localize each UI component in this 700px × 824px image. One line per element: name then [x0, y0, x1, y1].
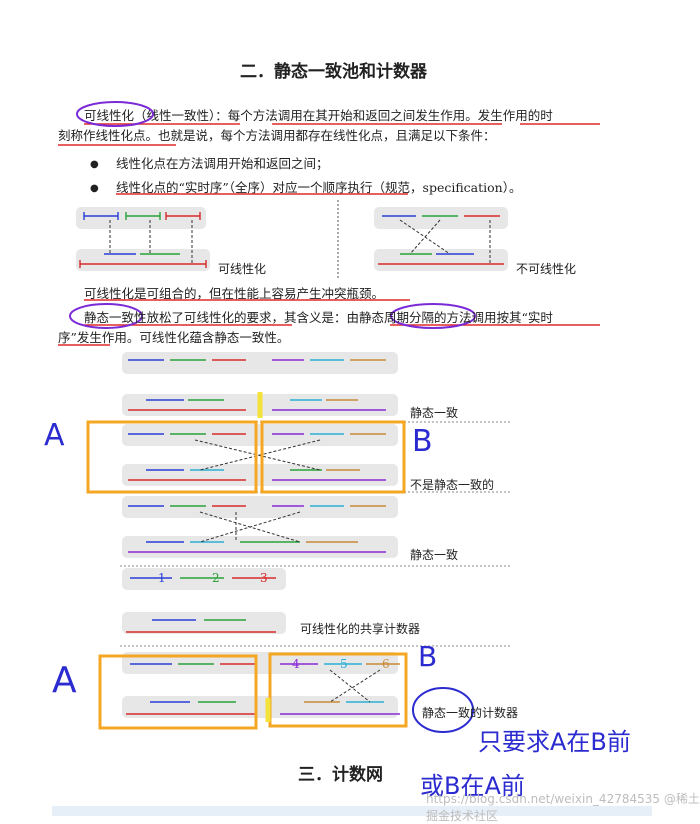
lane-bar — [76, 207, 206, 229]
counter-number: 5 — [340, 657, 348, 671]
label-not-quiescent: 不是静态一致的 — [410, 478, 495, 492]
quiescent-line-2: 序”发生作用。可线性化蕴含静态一致性。 — [58, 330, 290, 345]
lane-bar — [122, 496, 398, 518]
lane-bar — [122, 352, 398, 374]
composability-paragraph: 可线性化是可组合的，但在性能上容易产生冲突瓶颈。 — [84, 286, 385, 301]
lane-bar — [122, 612, 286, 634]
annotation-note: 只要求A在B前 — [478, 728, 631, 756]
counter-number: 2 — [212, 571, 220, 585]
section-title: 二．静态一致池和计数器 — [240, 62, 427, 82]
label-quiescent: 静态一致 — [410, 548, 459, 562]
lane-bar — [374, 207, 508, 229]
annotation-b: B — [418, 640, 438, 673]
section-title: 三．计数网 — [298, 765, 383, 785]
annotation-note: 或B在A前 — [420, 772, 525, 800]
annotation-a: A — [44, 418, 65, 453]
bullet-item: 线性化点在方法调用开始和返回之间； — [90, 154, 328, 175]
lane-bar — [122, 568, 286, 590]
annotation-b: B — [412, 424, 433, 459]
label-quiescent: 静态一致 — [410, 406, 459, 420]
definition-paragraph: 可线性化（线性一致性）：每个方法调用在其开始和返回之间发生作用。发生作用的时 刻… — [58, 106, 614, 146]
watermark: https://blog.csdn.net/weixin_42784535 @稀… — [426, 792, 700, 823]
quiescent-paragraph: 静态一致性放松了可线性化的要求，其含义是：由静态周期分隔的方法调用按其“实时 序… — [58, 308, 624, 348]
quiescent-line-1: 静态一致性放松了可线性化的要求，其含义是：由静态周期分隔的方法调用按其“实时 — [84, 310, 553, 325]
counter-number: 6 — [382, 657, 390, 671]
annotation-a: A — [52, 660, 77, 701]
definition-line-2: 刻称作线性化点。也就是说，每个方法调用都存在线性化点，且满足以下条件： — [58, 128, 496, 143]
bottom-band — [52, 806, 652, 816]
definition-line-1: 可线性化（线性一致性）：每个方法调用在其开始和返回之间发生作用。发生作用的时 — [84, 108, 553, 123]
label-shared-counter: 可线性化的共享计数器 — [300, 622, 421, 636]
counter-number: 1 — [158, 571, 166, 585]
label-not-linearizable: 不可线性化 — [516, 262, 577, 276]
counter-number: 3 — [260, 571, 268, 585]
label-quiescent-counter: 静态一致的计数器 — [422, 706, 519, 720]
label-linearizable: 可线性化 — [218, 262, 267, 276]
lane-bar — [122, 424, 398, 446]
bullet-item: 线性化点的“实时序”（全序）对应一个顺序执行（规范，specification）… — [90, 178, 522, 199]
counter-number: 4 — [292, 657, 300, 671]
